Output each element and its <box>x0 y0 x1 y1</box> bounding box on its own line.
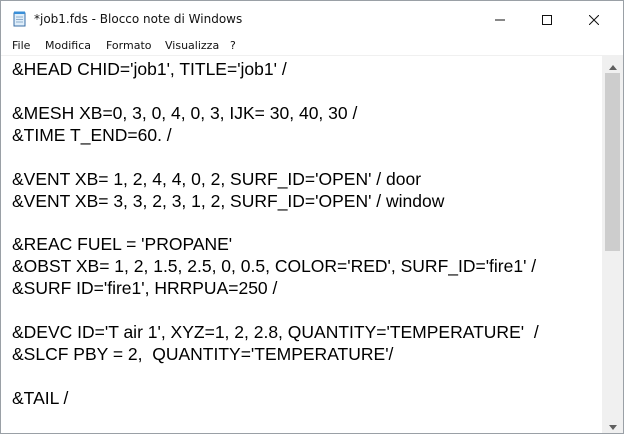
editor-line: &HEAD CHID='job1', TITLE='job1' / <box>12 59 287 79</box>
menu-file[interactable]: File <box>12 39 31 52</box>
menu-visualizza[interactable]: Visualizza <box>165 39 220 52</box>
title-bar[interactable]: *job1.fds - Blocco note di Windows <box>1 1 623 37</box>
menu-formato[interactable]: Formato <box>106 39 152 52</box>
editor-line: &REAC FUEL = 'PROPANE' <box>12 234 233 254</box>
vertical-scrollbar[interactable] <box>602 56 623 433</box>
menu-bar: File Modifica Formato Visualizza ? <box>1 37 623 55</box>
close-button[interactable] <box>571 1 617 37</box>
editor-line: &OBST XB= 1, 2, 1.5, 2.5, 0, 0.5, COLOR=… <box>12 256 537 276</box>
editor-line: &TAIL / <box>12 388 69 408</box>
notepad-icon <box>13 11 27 27</box>
editor-line: &DEVC ID='T air 1', XYZ=1, 2, 2.8, QUANT… <box>12 322 539 342</box>
editor-line: &SURF ID='fire1', HRRPUA=250 / <box>12 278 278 298</box>
maximize-button[interactable] <box>524 1 570 37</box>
text-editor[interactable]: &HEAD CHID='job1', TITLE='job1' / &MESH … <box>1 56 602 433</box>
scroll-down-button[interactable] <box>602 416 623 433</box>
maximize-icon <box>542 10 552 29</box>
scroll-up-button[interactable] <box>602 56 623 73</box>
scroll-thumb[interactable] <box>605 73 620 251</box>
minimize-button[interactable] <box>477 1 523 37</box>
minimize-icon <box>495 10 505 29</box>
editor-line: &TIME T_END=60. / <box>12 125 172 145</box>
editor-line: &MESH XB=0, 3, 0, 4, 0, 3, IJK= 30, 40, … <box>12 103 358 123</box>
menu-modifica[interactable]: Modifica <box>45 39 91 52</box>
scroll-up-arrow-icon <box>608 55 617 74</box>
editor-line: &SLCF PBY = 2, QUANTITY='TEMPERATURE'/ <box>12 344 394 364</box>
menu-separator <box>1 55 623 56</box>
close-icon <box>588 10 600 29</box>
editor-line: &VENT XB= 1, 2, 4, 4, 0, 2, SURF_ID='OPE… <box>12 169 422 189</box>
window-title: *job1.fds - Blocco note di Windows <box>34 12 243 26</box>
menu-help[interactable]: ? <box>230 39 236 52</box>
editor-line: &VENT XB= 3, 3, 2, 3, 1, 2, SURF_ID='OPE… <box>12 191 445 211</box>
scroll-down-arrow-icon <box>608 415 617 433</box>
